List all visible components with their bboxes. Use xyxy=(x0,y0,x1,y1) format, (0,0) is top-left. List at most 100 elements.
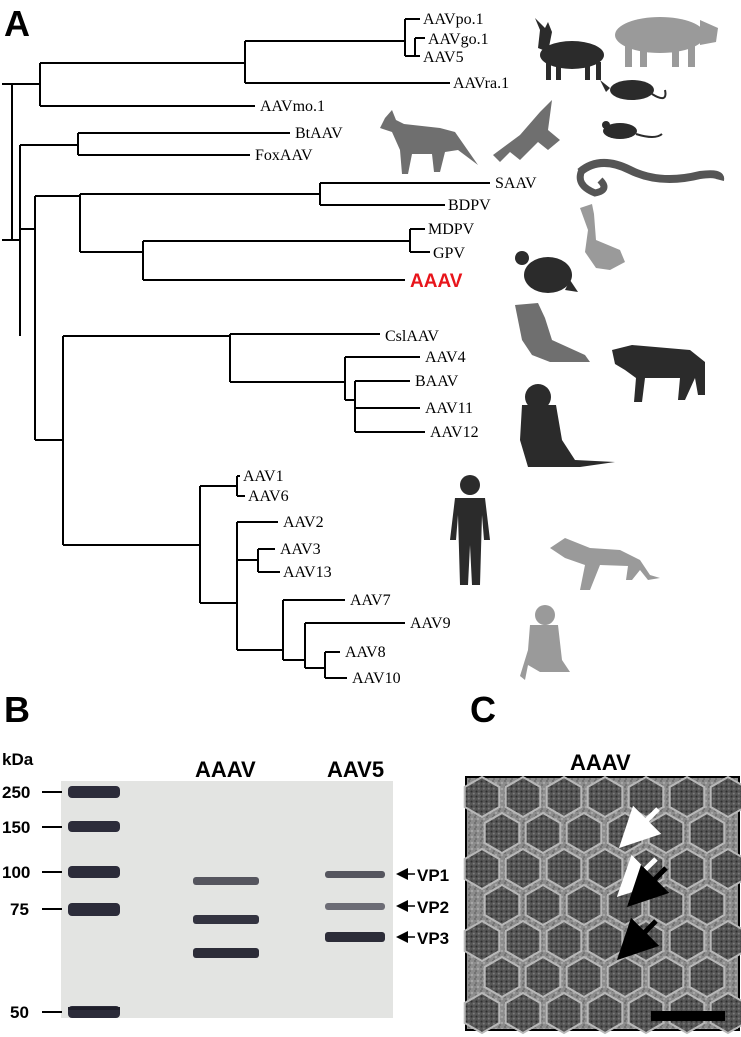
panel-letter-c: C xyxy=(470,689,496,730)
capsid-particle xyxy=(565,811,603,855)
quail-icon xyxy=(515,251,578,293)
leaf-label: CslAAV xyxy=(385,328,439,345)
leaf-label: AAV1 xyxy=(243,468,284,485)
capsid-particle xyxy=(688,955,726,999)
leaf-label: AAV6 xyxy=(248,488,289,505)
capsid-particle xyxy=(647,955,685,999)
rat-icon xyxy=(600,80,667,100)
leaf-label: BtAAV xyxy=(295,125,343,142)
leaf-label: AAV13 xyxy=(283,564,332,581)
leaf-label: AAV11 xyxy=(425,400,473,417)
vp2-band-aaav xyxy=(193,915,259,924)
capsid-particle xyxy=(545,991,583,1035)
ladder-band xyxy=(68,866,120,878)
capsid-particle xyxy=(483,811,521,855)
vp-label: VP3 xyxy=(417,929,449,948)
leaf-label-highlight: AAAV xyxy=(410,271,463,292)
vp3-band-aaav xyxy=(193,948,259,958)
leaf-label: AAV3 xyxy=(280,541,321,558)
leaf-label: AAV5 xyxy=(423,49,464,66)
capsid-particle xyxy=(709,919,741,963)
scale-bar xyxy=(651,1011,725,1021)
panel-letter-a: A xyxy=(4,3,30,44)
sea-lion-icon xyxy=(515,303,590,362)
em-arrow xyxy=(626,864,670,908)
capsid-particle xyxy=(606,955,644,999)
mw-markers: 250 150 100 75 50 xyxy=(2,783,62,1022)
capsid-particle xyxy=(545,847,583,891)
macaque-icon xyxy=(520,384,615,467)
mouse-icon xyxy=(602,121,663,139)
fox-icon xyxy=(380,110,478,174)
ladder-band xyxy=(68,821,120,832)
leaf-label: FoxAAV xyxy=(255,147,313,164)
capsid-particle xyxy=(668,919,706,963)
capsid-particle xyxy=(586,919,624,963)
vp-labels: VP1 VP2 VP3 xyxy=(396,866,449,948)
tree-labels: AAVpo.1 AAVgo.1 AAV5 AAVra.1 AAVmo.1 BtA… xyxy=(243,11,537,687)
gel-lane-label: AAV5 xyxy=(327,757,384,782)
ladder-band xyxy=(68,903,120,916)
vp3-band-aav5 xyxy=(325,932,385,942)
capsid-particle xyxy=(688,883,726,927)
mw-marker: 150 xyxy=(2,818,30,837)
vp1-band-aaav xyxy=(193,877,259,885)
leaf-label: AAV9 xyxy=(410,615,451,632)
gel-lane-label: AAAV xyxy=(195,757,256,782)
phylogenetic-tree xyxy=(2,18,490,679)
goat-icon xyxy=(535,18,604,80)
capsid-particle xyxy=(463,919,501,963)
capsid-particle xyxy=(504,847,542,891)
capsid-particle xyxy=(463,847,501,891)
mw-marker: 50 xyxy=(10,1003,29,1022)
capsid-particle xyxy=(504,919,542,963)
vp1-band-aav5 xyxy=(325,871,385,878)
capsid-particle xyxy=(586,847,624,891)
capsid-particle xyxy=(565,955,603,999)
capsid-particle xyxy=(524,883,562,927)
capsid-particle xyxy=(524,955,562,999)
capsid-particle xyxy=(545,775,583,819)
vp-label: VP2 xyxy=(417,898,449,917)
capsid-particle xyxy=(627,991,665,1035)
cow-icon xyxy=(612,345,705,402)
human-icon xyxy=(450,475,490,585)
leaf-label: AAVpo.1 xyxy=(423,11,484,28)
goose-icon xyxy=(580,204,625,270)
vp-label: VP1 xyxy=(417,866,449,885)
capsid-particle xyxy=(586,775,624,819)
capsid-particle xyxy=(463,991,501,1035)
capsid-particle xyxy=(565,883,603,927)
capsid-particle xyxy=(586,991,624,1035)
leaf-label: BAAV xyxy=(415,373,459,390)
em-title: AAAV xyxy=(570,750,631,775)
capsid-particle xyxy=(709,847,741,891)
capsid-particle xyxy=(483,883,521,927)
capsid-particle xyxy=(668,775,706,819)
mw-marker: 100 xyxy=(2,863,30,882)
leaf-label: SAAV xyxy=(495,175,537,192)
capsid-particle xyxy=(463,775,501,819)
leaf-label: AAV4 xyxy=(425,349,466,366)
snake-icon xyxy=(576,159,725,197)
ladder-band xyxy=(68,786,120,798)
capsid-particle xyxy=(647,883,685,927)
em-arrow xyxy=(618,805,662,849)
leaf-label: MDPV xyxy=(428,221,475,238)
capsid-particle xyxy=(668,847,706,891)
capsid-field xyxy=(463,775,741,1035)
leaf-label: AAV12 xyxy=(430,424,479,441)
leaf-label: AAV10 xyxy=(352,670,401,687)
pig-icon xyxy=(615,17,718,67)
leaf-label: AAV2 xyxy=(283,514,324,531)
capsid-particle xyxy=(709,991,741,1035)
capsid-particle xyxy=(688,811,726,855)
em-micrograph xyxy=(463,775,741,1035)
capsid-particle xyxy=(504,775,542,819)
capsid-particle xyxy=(524,811,562,855)
capsid-particle xyxy=(709,775,741,819)
leaf-label: AAVra.1 xyxy=(453,75,509,92)
mw-marker: 75 xyxy=(10,900,29,919)
gel-image xyxy=(61,781,393,1018)
kda-unit: kDa xyxy=(2,750,34,769)
